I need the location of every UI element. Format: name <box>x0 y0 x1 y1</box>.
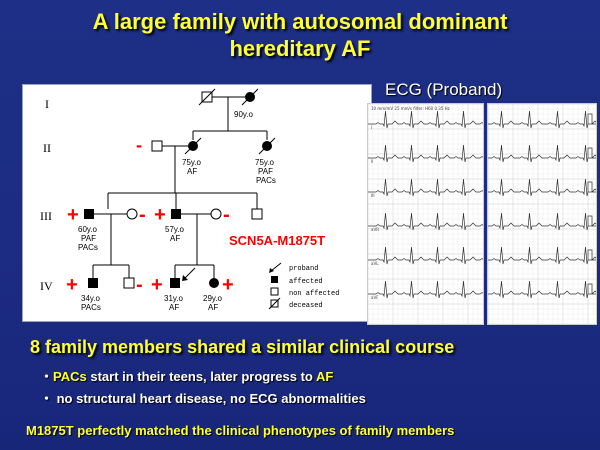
gen4-male2-symbol <box>123 277 135 289</box>
deceased-slash <box>258 137 276 155</box>
deceased-slash <box>184 137 202 155</box>
gen1-female-age: 90y.o <box>234 110 254 119</box>
legend-non-affected: non affected <box>289 290 339 298</box>
ecg-trace-left <box>368 104 483 324</box>
deceased-slash <box>198 88 216 106</box>
gen4-male1-dx: PACs <box>81 303 101 312</box>
legend-affected: affected <box>289 278 323 286</box>
ecg-trace-right <box>488 104 596 324</box>
gen2-female2-dx2: PACs <box>256 176 276 185</box>
generation-label-iv: IV <box>40 279 53 293</box>
ecg-waveform <box>488 178 596 197</box>
genotype-plus: + <box>151 274 163 296</box>
gen3-male2-dx: AF <box>170 234 180 243</box>
gen3-male1-dx2: PACs <box>78 243 98 252</box>
gen4-female-symbol <box>209 278 219 288</box>
ecg-lead-avl: aVL <box>371 261 379 266</box>
legend-proband: proband <box>289 265 318 273</box>
generation-label-i: I <box>45 97 49 111</box>
legend-arrow-icon <box>269 262 282 273</box>
ecg-waveform <box>368 144 483 163</box>
genotype-plus: + <box>66 274 78 296</box>
genotype-plus: + <box>222 274 234 296</box>
ecg-waveform <box>488 144 596 163</box>
ecg-title: ECG (Proband) <box>385 80 503 99</box>
bullet-highlight-pacs: PACs <box>53 369 87 384</box>
bullet-marker: ・ <box>40 369 54 384</box>
ecg-waveform <box>488 212 596 231</box>
gen4-proband-age: 31y.o <box>164 294 184 303</box>
genotype-minus: - <box>139 204 146 226</box>
summary-footer: M1875T perfectly matched the clinical ph… <box>26 423 455 438</box>
deceased-slash <box>241 88 259 106</box>
generation-label-ii: II <box>43 141 51 155</box>
ecg-waveform <box>368 110 483 129</box>
legend-deceased-slash <box>268 297 281 310</box>
gen2-female2-dx1: PAF <box>258 167 273 176</box>
ecg-waveform <box>368 212 483 231</box>
gen4-male1-age: 34y.o <box>81 294 101 303</box>
gen4-proband-dx: AF <box>169 303 179 312</box>
summary-bullet-1: ・PACs start in their teens, later progre… <box>40 366 333 385</box>
genotype-minus: - <box>136 135 142 155</box>
ecg-waveform <box>488 110 596 129</box>
ecg-lead-avr: aVR <box>371 227 379 232</box>
ecg-strip-left: 10 mm/mV 25 mm/s filter: H60 0.35 Hz I I… <box>367 103 484 325</box>
legend-deceased: deceased <box>289 302 323 310</box>
ecg-lead-iii: III <box>371 193 375 198</box>
bullet-highlight-af: AF <box>315 369 334 384</box>
gen2-female2-age: 75y.o <box>255 158 275 167</box>
summary-headline: 8 family members shared a similar clinic… <box>30 337 455 357</box>
gen3-male1-symbol <box>84 209 94 219</box>
title-line-2: hereditary AF <box>229 36 371 61</box>
generation-label-iii: III <box>40 209 52 223</box>
gen3-male2-symbol <box>171 209 181 219</box>
mutation-label: SCN5A-M1875T <box>229 233 325 248</box>
ecg-waveform <box>488 280 596 299</box>
gen2-spouse-symbol <box>151 140 163 152</box>
pedigree-chart: I II III IV <box>40 88 339 312</box>
gen4-proband-symbol <box>170 278 180 288</box>
gen3-spouse1-symbol <box>126 208 138 220</box>
ecg-header: 10 mm/mV 25 mm/s filter: H60 0.35 Hz <box>371 106 450 111</box>
genotype-minus: - <box>136 274 143 296</box>
pedigree-legend: proband affected non affected deceased <box>268 262 339 310</box>
gen3-male3-symbol <box>251 208 263 220</box>
gen2-female1-age: 75y.o <box>182 158 202 167</box>
legend-affected-icon <box>271 276 278 283</box>
proband-arrow-icon <box>182 267 196 281</box>
pedigree-panel: I II III IV <box>22 84 372 322</box>
gen3-male1-dx1: PAF <box>81 234 96 243</box>
bullet-text: start in their teens, later progress to <box>86 369 316 384</box>
ecg-waveform <box>368 246 483 265</box>
gen3-male2-age: 57y.o <box>165 225 185 234</box>
gen2-female1-dx: AF <box>187 167 197 176</box>
ecg-lead-avf: aVF <box>371 295 379 300</box>
ecg-lead-i: I <box>371 125 373 130</box>
gen3-spouse2-symbol <box>210 208 222 220</box>
gen4-male1-symbol <box>88 278 98 288</box>
slide-title: A large family with autosomal dominant h… <box>0 8 600 62</box>
ecg-lead-ii: II <box>371 159 374 164</box>
genotype-minus: - <box>223 204 230 226</box>
genotype-plus: + <box>154 204 166 226</box>
ecg-waveform <box>488 246 596 265</box>
gen4-female-dx: AF <box>208 303 218 312</box>
legend-non-affected-icon <box>270 287 279 296</box>
ecg-strip-right <box>487 103 597 325</box>
genotype-plus: + <box>67 204 79 226</box>
title-line-1: A large family with autosomal dominant <box>92 9 508 34</box>
ecg-waveform <box>368 178 483 197</box>
gen3-male1-age: 60y.o <box>78 225 98 234</box>
summary-bullet-2: ・ no structural heart disease, no ECG ab… <box>40 391 366 406</box>
ecg-waveform <box>368 280 483 299</box>
gen4-female-age: 29y.o <box>203 294 223 303</box>
